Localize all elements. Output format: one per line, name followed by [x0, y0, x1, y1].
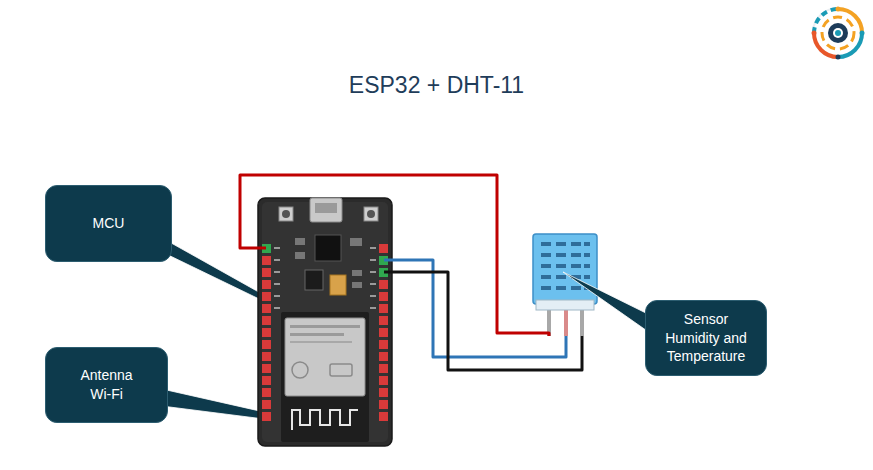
callout-box: MCU [45, 185, 172, 262]
diagram-title: ESP32 + DHT-11 [0, 72, 873, 99]
pin-header-left [262, 244, 271, 421]
text-column: Sensor Humidity and Temperature [659, 310, 754, 367]
text-column: Antenna Wi-Fi [76, 366, 138, 404]
callout-text: Antenna Wi-Fi [76, 366, 138, 404]
data-wire [384, 260, 566, 357]
power-wire [240, 175, 549, 336]
esp32-board [258, 198, 392, 446]
callout-text: Sensor Humidity and Temperature [659, 310, 754, 367]
text-column: MCU [93, 214, 125, 233]
ground-wire [384, 272, 582, 370]
callout-box: Sensor Humidity and Temperature [645, 300, 767, 376]
logo [812, 7, 865, 60]
callout-box: Antenna Wi-Fi [45, 347, 168, 423]
antenna-trace [292, 410, 358, 430]
callout-text: MCU [93, 214, 125, 233]
